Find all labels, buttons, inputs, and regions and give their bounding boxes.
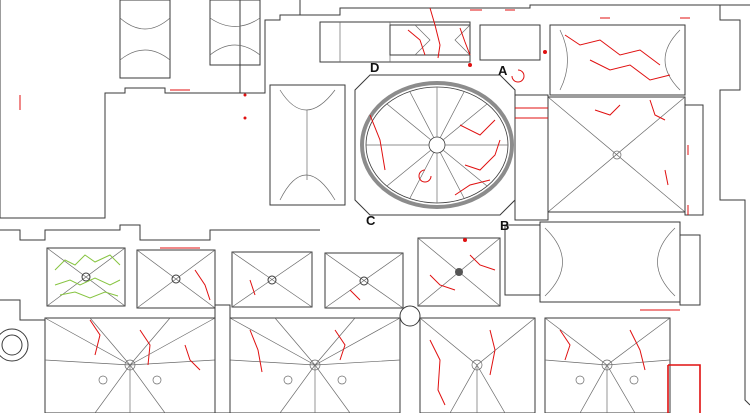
label-a: A <box>498 63 508 78</box>
label-c: C <box>366 213 376 228</box>
lower-gothic-vaults <box>44 317 671 413</box>
central-rotunda <box>354 74 516 216</box>
right-cross-vault <box>514 94 704 221</box>
columns <box>0 304 421 413</box>
rotation-arrows <box>418 69 525 183</box>
point-labels: A B C D <box>366 60 509 233</box>
red-markers <box>243 50 547 242</box>
label-d: D <box>370 60 379 75</box>
left-vault-room <box>269 84 346 206</box>
upper-corridor <box>319 21 686 96</box>
bay-row <box>46 237 501 309</box>
green-overlay <box>54 254 121 299</box>
label-b: B <box>500 218 509 233</box>
crack-lines <box>19 7 701 413</box>
right-lower-room <box>504 221 701 306</box>
upper-left-rooms <box>119 0 261 79</box>
